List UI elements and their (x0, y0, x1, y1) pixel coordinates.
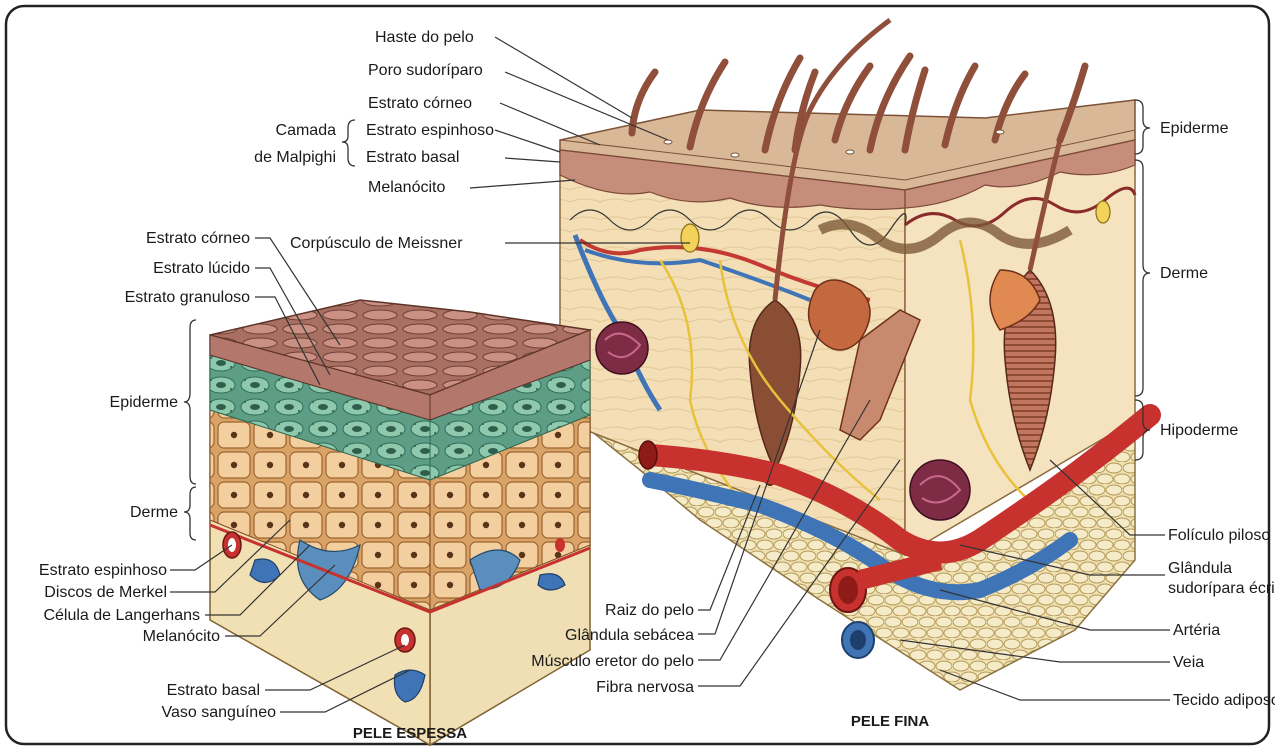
label-eccrine-1: Glândula (1168, 560, 1232, 577)
label-epidermis-thick: Epiderme (110, 394, 179, 411)
label-malpighi-1: Camada (276, 122, 337, 139)
label-stratum-spinosum-thin: Estrato espinhoso (366, 122, 494, 139)
label-stratum-basale-thin: Estrato basal (366, 149, 459, 166)
label-melanocyte-thin: Melanócito (368, 179, 445, 196)
label-hair-root: Raiz do pelo (605, 602, 694, 619)
title-thick-skin: PELE ESPESSA (353, 725, 467, 742)
label-blood-vessel: Vaso sanguíneo (162, 704, 277, 721)
label-malpighi-2: de Malpighi (254, 149, 336, 166)
label-vein: Veia (1173, 654, 1204, 671)
label-stratum-lucidum: Estrato lúcido (153, 260, 250, 277)
label-meissner: Corpúsculo de Meissner (290, 235, 463, 252)
label-eccrine-2: sudorípara écrina (1168, 580, 1275, 597)
label-dermis-thin: Derme (1160, 265, 1208, 282)
label-melanocyte-thick: Melanócito (143, 628, 220, 645)
label-sweat-pore: Poro sudorípar​o (368, 62, 483, 79)
label-epidermis-thin: Epiderme (1160, 120, 1229, 137)
label-dermis-thick: Derme (130, 504, 178, 521)
label-arrector-muscle: Músculo eretor do pelo (531, 653, 694, 670)
label-nerve-fiber: Fibra nervosa (596, 679, 694, 696)
label-stratum-basale-thick: Estrato basal (167, 682, 260, 699)
title-thin-skin: PELE FINA (851, 713, 930, 730)
label-artery: Artéria (1173, 622, 1220, 639)
label-hair-follicle: Folículo piloso (1168, 527, 1270, 544)
label-hair-shaft: Haste do pelo (375, 29, 474, 46)
label-stratum-corneum-thick: Estrato córneo (146, 230, 250, 247)
label-stratum-granulosum: Estrato granuloso (125, 289, 251, 306)
label-stratum-corneum-thin: Estrato córneo (368, 95, 472, 112)
label-merkel: Discos de Merkel (44, 584, 167, 601)
label-adipose: Tecido adiposo (1173, 692, 1275, 709)
label-sebaceous-gland: Glândula sebácea (565, 627, 694, 644)
label-langerhans: Célula de Langerhans (43, 607, 200, 624)
label-hypodermis: Hipoderme (1160, 422, 1238, 439)
label-stratum-spinosum-thick: Estrato espinhoso (39, 562, 167, 579)
